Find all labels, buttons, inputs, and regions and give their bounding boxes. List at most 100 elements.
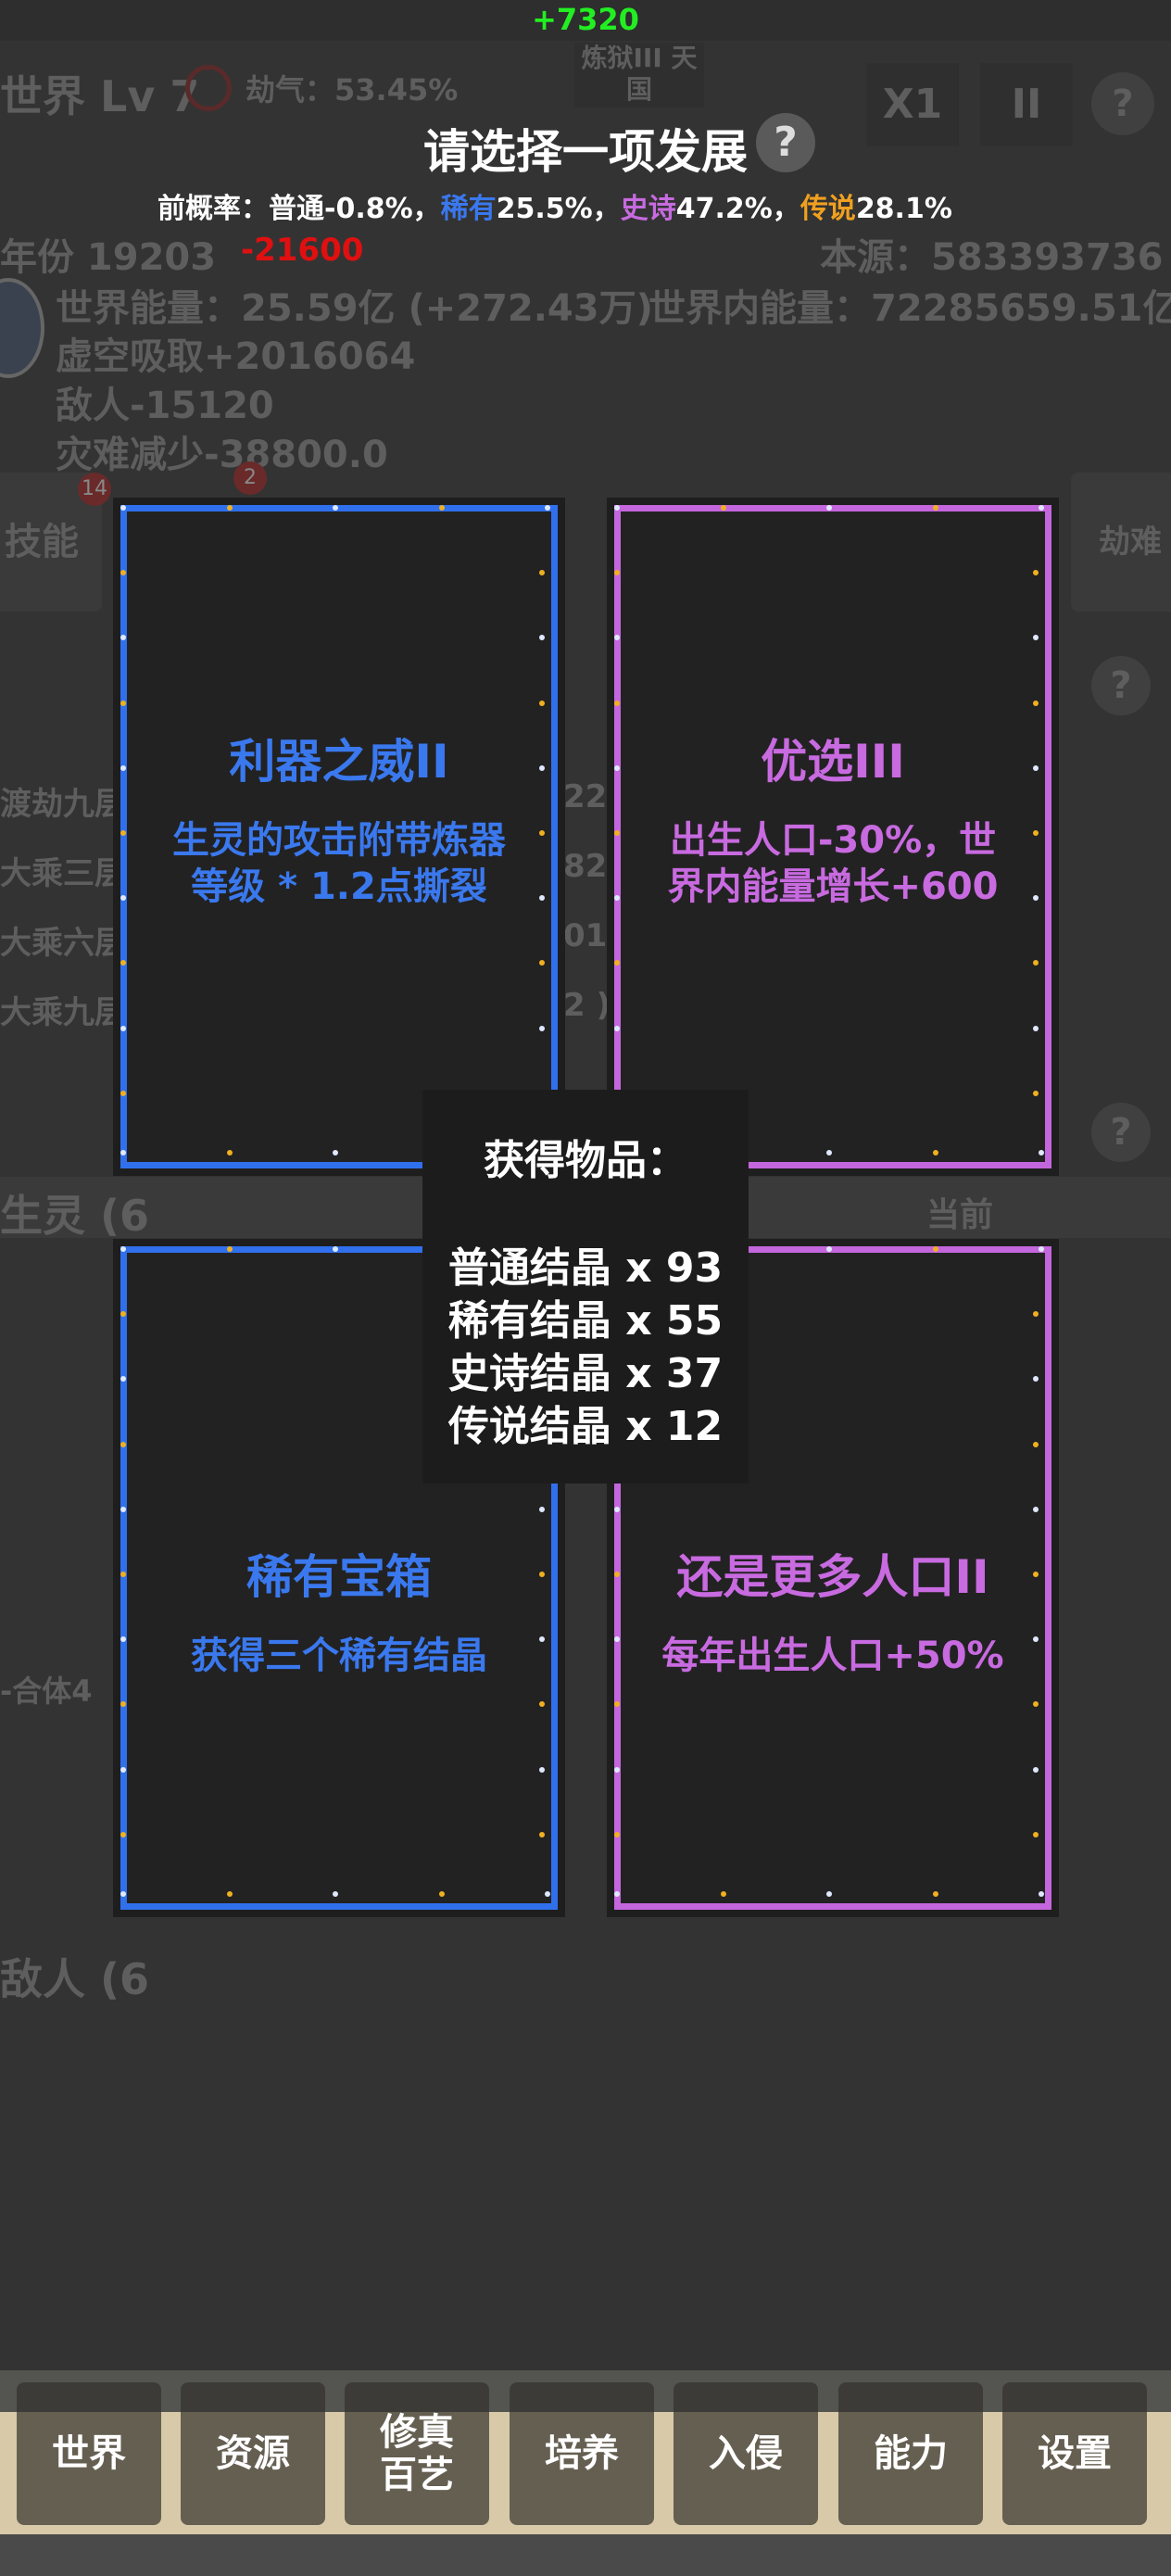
tab-badge: 2	[233, 461, 267, 495]
border-dot-icon	[333, 1150, 338, 1155]
border-dot-icon	[539, 1766, 545, 1773]
disaster-stat: 灾难减少-38800.0	[56, 434, 388, 476]
border-dot-icon	[1039, 1891, 1044, 1897]
border-dot-icon	[120, 1025, 126, 1031]
section-current: 当前	[926, 1196, 994, 1234]
border-dot-icon	[539, 700, 545, 706]
nav-cultivation-arts[interactable]: 修真百艺	[345, 2382, 489, 2525]
card-title: 利器之威II	[229, 735, 449, 789]
border-dot-icon	[614, 1572, 620, 1577]
border-dot-icon	[120, 1636, 126, 1643]
being-value: 22	[563, 778, 608, 815]
prob-epic-value: 47.2%，	[675, 193, 800, 225]
border-dot-icon	[614, 960, 620, 966]
border-dot-icon	[1033, 1636, 1039, 1643]
border-dot-icon	[120, 1376, 126, 1383]
border-dot-icon	[932, 1150, 938, 1155]
border-dot-icon	[1033, 1376, 1039, 1383]
border-dot-icon	[226, 1246, 233, 1252]
border-dot-icon	[614, 1831, 620, 1837]
border-dot-icon	[120, 505, 126, 511]
being-value: 82	[563, 848, 608, 885]
border-dot-icon	[120, 1311, 126, 1318]
card-description: 出生人口-30%，世界内能量增长+600	[667, 819, 999, 908]
border-dot-icon	[120, 1831, 126, 1837]
world-level: 世界 Lv 7	[0, 71, 200, 121]
nav-invade[interactable]: 入侵	[674, 2382, 818, 2525]
nav-label: 培养	[545, 2432, 619, 2475]
border-dot-icon	[539, 1831, 545, 1837]
border-dot-icon	[539, 1636, 545, 1643]
border-dot-icon	[1033, 1311, 1039, 1318]
card-title: 稀有宝箱	[246, 1550, 432, 1604]
pause-button[interactable]: II	[980, 63, 1073, 146]
top-bar	[0, 0, 1171, 41]
border-dot-icon	[614, 570, 620, 576]
border-dot-icon	[333, 1891, 338, 1897]
border-dot-icon	[614, 1701, 620, 1708]
floating-gain-text: +7320	[532, 2, 639, 37]
inner-energy: 世界内能量：72285659.51亿	[648, 287, 1171, 330]
border-dot-icon	[545, 505, 550, 511]
realm-button[interactable]: 炼狱III 天国	[574, 43, 704, 107]
nav-settings[interactable]: 设置	[1002, 2382, 1147, 2525]
items-obtained-popup: 获得物品： 普通结晶 x 93 稀有结晶 x 55 史诗结晶 x 37 传说结晶…	[422, 1090, 749, 1484]
nav-label: 资源	[216, 2432, 290, 2475]
border-dot-icon	[333, 1246, 338, 1252]
border-dot-icon	[120, 1441, 126, 1447]
border-dot-icon	[932, 505, 938, 511]
border-dot-icon	[932, 1246, 938, 1252]
border-dot-icon	[539, 895, 545, 902]
beings-help-button[interactable]: ?	[1091, 656, 1151, 715]
border-dot-icon	[438, 1891, 445, 1897]
being-value: 2 )	[563, 987, 611, 1024]
border-dot-icon	[1033, 895, 1039, 902]
calamity-icon	[185, 65, 232, 111]
border-dot-icon	[120, 1572, 126, 1577]
border-dot-icon	[826, 1246, 832, 1252]
border-dot-icon	[226, 1150, 233, 1155]
border-dot-icon	[614, 700, 620, 706]
popup-heading: 获得物品：	[484, 1137, 687, 1184]
border-dot-icon	[614, 1025, 620, 1031]
border-dot-icon	[333, 505, 338, 511]
border-dot-icon	[120, 895, 126, 902]
nav-resources[interactable]: 资源	[181, 2382, 325, 2525]
popup-item: 传说结晶 x 12	[447, 1403, 724, 1450]
prob-legend-label: 传说	[800, 193, 856, 225]
border-dot-icon	[120, 830, 126, 836]
border-dot-icon	[120, 700, 126, 706]
tab-calamity[interactable]: 劫难	[1071, 473, 1171, 612]
being-row: 渡劫九层	[0, 786, 126, 823]
border-dot-icon	[438, 505, 445, 511]
origin-text: 本源：583393736	[820, 236, 1164, 279]
being-row: 大乘九层	[0, 994, 126, 1031]
border-dot-icon	[1039, 1246, 1044, 1252]
nav-train[interactable]: 培养	[510, 2382, 654, 2525]
speed-button[interactable]: X1	[866, 63, 959, 146]
border-dot-icon	[1033, 1090, 1039, 1096]
border-dot-icon	[1033, 1572, 1039, 1577]
border-dot-icon	[1039, 505, 1044, 511]
border-dot-icon	[539, 830, 545, 836]
border-dot-icon	[120, 1891, 126, 1897]
nav-abilities[interactable]: 能力	[838, 2382, 983, 2525]
help-button[interactable]: ?	[1091, 72, 1154, 135]
dialog-help-button[interactable]: ?	[756, 113, 815, 172]
nav-bottom-strip	[0, 2534, 1171, 2576]
border-dot-icon	[614, 764, 620, 771]
border-dot-icon	[120, 1766, 126, 1773]
border-dot-icon	[120, 960, 126, 966]
border-dot-icon	[1033, 764, 1039, 771]
enemies-help-button[interactable]: ?	[1091, 1103, 1151, 1162]
border-dot-icon	[539, 1025, 545, 1031]
nav-world[interactable]: 世界	[17, 2382, 161, 2525]
border-dot-icon	[720, 1891, 726, 1897]
border-dot-icon	[539, 960, 545, 966]
avatar[interactable]	[0, 278, 44, 378]
border-dot-icon	[1033, 1766, 1039, 1773]
being-row: 大乘六层	[0, 925, 126, 962]
card-title: 还是更多人口II	[676, 1550, 989, 1604]
